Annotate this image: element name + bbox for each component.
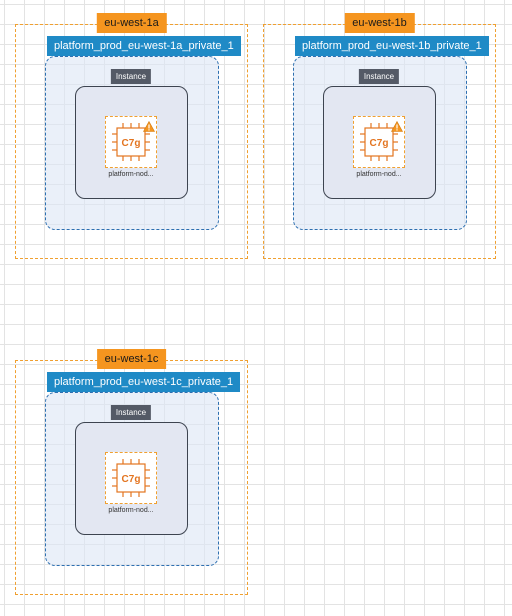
node-caption: platform-nod... xyxy=(108,171,154,178)
subnet-label: platform_prod_eu-west-1b_private_1 xyxy=(295,36,489,56)
az-label: eu-west-1b xyxy=(344,13,415,33)
c7g-instance-node[interactable]: C7g xyxy=(353,116,405,168)
az-label: eu-west-1a xyxy=(96,13,167,33)
subnet-label: platform_prod_eu-west-1a_private_1 xyxy=(47,36,241,56)
node-caption: platform-nod... xyxy=(108,507,154,514)
subnet-label: platform_prod_eu-west-1c_private_1 xyxy=(47,372,241,392)
chip-icon: C7g xyxy=(112,459,150,497)
warning-icon xyxy=(391,121,403,132)
instance-label: Instance xyxy=(110,69,152,84)
chip-label: C7g xyxy=(370,138,389,149)
chip-icon: C7g xyxy=(112,123,150,161)
chip-label: C7g xyxy=(122,138,141,149)
availability-zone-eu-west-1c[interactable]: eu-west-1c xyxy=(15,349,248,595)
chip-label: C7g xyxy=(122,474,141,485)
instance-label: Instance xyxy=(110,405,152,420)
availability-zone-eu-west-1b[interactable]: eu-west-1b xyxy=(263,13,496,259)
instance-container[interactable] xyxy=(75,86,188,199)
warning-icon xyxy=(143,121,155,132)
availability-zone-eu-west-1a[interactable]: eu-west-1a xyxy=(15,13,248,259)
node-caption: platform-nod... xyxy=(356,171,402,178)
c7g-instance-node[interactable]: C7g xyxy=(105,452,157,504)
chip-icon: C7g xyxy=(360,123,398,161)
az-label: eu-west-1c xyxy=(96,349,167,369)
instance-label: Instance xyxy=(358,69,400,84)
